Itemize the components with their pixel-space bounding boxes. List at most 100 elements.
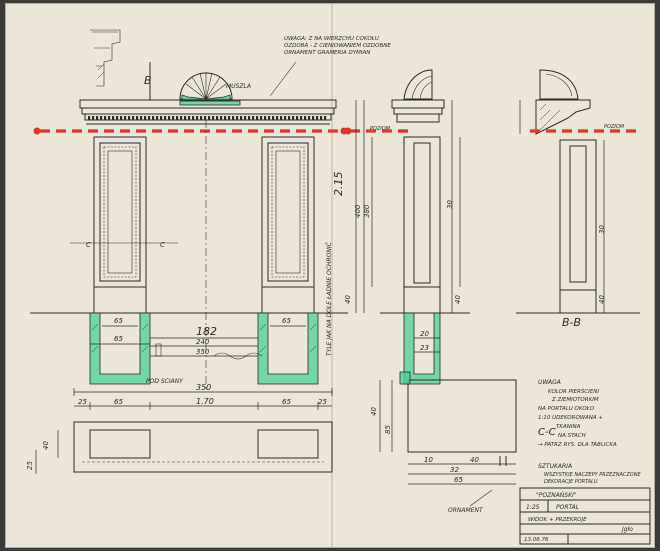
svg-text:→ PATRZ RYS. DLA TABLICKA: → PATRZ RYS. DLA TABLICKA [538, 442, 617, 448]
svg-text:NA STACH: NA STACH [558, 433, 586, 439]
svg-text:UWAGA: UWAGA [538, 379, 561, 386]
dentil [116, 116, 119, 120]
dentil [268, 116, 271, 120]
svg-text:TYLE JAK NA DOLE ŁADNIE OCHRON: TYLE JAK NA DOLE ŁADNIE OCHRONIĆ [326, 241, 333, 356]
svg-text:1:10 UDEKOROWANA +: 1:10 UDEKOROWANA + [538, 415, 603, 421]
dentil [152, 116, 155, 120]
svg-text:10: 10 [424, 456, 433, 464]
title-block: "POZNAŃSKI" 1:25 PORTAL WIDOK + PRZEKROJ… [519, 487, 651, 545]
left-pier [93, 136, 147, 314]
drawing-sheet: B [6, 4, 654, 547]
section-c-c: C-C 40 85 10 40 32 65 ORNAMENT [370, 371, 556, 514]
svg-text:65: 65 [114, 317, 123, 325]
dentil [276, 116, 279, 120]
svg-text:85: 85 [384, 425, 392, 434]
svg-text:32: 32 [450, 466, 459, 474]
svg-text:KOLOR PIERŚCIENI: KOLOR PIERŚCIENI [548, 388, 599, 395]
svg-text:30: 30 [446, 200, 454, 209]
cornice-profile-sketch [90, 29, 121, 87]
dentil [324, 116, 327, 120]
dentil [300, 116, 303, 120]
svg-text:400: 400 [354, 204, 362, 218]
dentil [208, 116, 211, 120]
dentil [296, 116, 299, 120]
svg-text:350: 350 [196, 383, 211, 392]
dentil [164, 116, 167, 120]
svg-text:TKANINA: TKANINA [556, 424, 581, 430]
dentil [188, 116, 191, 120]
poziom-label-left: POZIOM [370, 126, 391, 132]
section-bb-label: B-B [562, 316, 581, 329]
dentil [264, 116, 267, 120]
dentil [232, 116, 235, 120]
dentil [108, 116, 111, 120]
svg-text:240: 240 [196, 338, 210, 346]
floor-line [33, 127, 348, 135]
svg-text:25: 25 [78, 398, 87, 406]
dentil [128, 116, 131, 120]
svg-text:380: 380 [363, 204, 371, 218]
svg-text:40: 40 [598, 295, 606, 304]
title-project: "POZNAŃSKI" [536, 492, 577, 499]
dentil [204, 116, 207, 120]
title-scale: 1:25 [526, 504, 540, 511]
section-b-b: 30 40 B-B POZIOM MUSZLA UWAGA: Z NA WIER… [226, 36, 640, 329]
dentil [220, 116, 223, 120]
dentil [100, 116, 103, 120]
dentil [104, 116, 107, 120]
svg-text:65: 65 [114, 335, 123, 343]
portal-drawing: B [26, 4, 651, 547]
title-view: WIDOK + PRZEKROJE [528, 517, 587, 523]
dentil [148, 116, 151, 120]
front-overall-dimensions: 350 25 65 1.70 65 25 [73, 383, 333, 410]
dentil [176, 116, 179, 120]
dentil [120, 116, 123, 120]
dentil [252, 116, 255, 120]
dentil [284, 116, 287, 120]
dentil [244, 116, 247, 120]
svg-text:Z ZIEMIOTORKIM: Z ZIEMIOTORKIM [551, 397, 599, 403]
dentil [308, 116, 311, 120]
svg-text:SZTUKARIA: SZTUKARIA [538, 463, 572, 470]
section-mark-c-right: C [160, 241, 165, 249]
dentil [160, 116, 163, 120]
dentil [112, 116, 115, 120]
section-mark-b: B [144, 74, 152, 87]
dentil [156, 116, 159, 120]
svg-text:65: 65 [282, 317, 291, 325]
foundation-right [257, 312, 319, 385]
dentil [212, 116, 215, 120]
svg-text:182: 182 [196, 325, 217, 338]
dentil [144, 116, 147, 120]
dentil [92, 116, 95, 120]
title-date: 13.06.76 [524, 537, 549, 543]
svg-text:40: 40 [470, 456, 479, 464]
svg-text:NA PORTALU OKOŁO: NA PORTALU OKOŁO [538, 406, 595, 412]
svg-text:40: 40 [454, 295, 462, 304]
muszla-label: MUSZLA [226, 83, 251, 90]
dentil [228, 116, 231, 120]
dentil [124, 116, 127, 120]
pod-sciany-label: POD SCIANY [146, 378, 184, 385]
svg-text:65: 65 [114, 398, 123, 406]
svg-text:65: 65 [282, 398, 291, 406]
dentil [132, 116, 135, 120]
foundation-left [89, 312, 151, 385]
dentil [136, 116, 139, 120]
dentil [288, 116, 291, 120]
svg-text:23: 23 [420, 344, 429, 352]
svg-text:40: 40 [42, 441, 50, 450]
svg-text:30: 30 [598, 225, 606, 234]
svg-text:40: 40 [370, 407, 378, 416]
notes-block: UWAGA KOLOR PIERŚCIENI Z ZIEMIOTORKIM NA… [538, 379, 641, 485]
right-pier [261, 136, 315, 314]
section-cc-label: C-C [538, 427, 556, 438]
front-inner-dimensions: 65 65 65 182 240 350 [90, 317, 306, 360]
svg-text:40: 40 [344, 295, 352, 304]
dentil [292, 116, 295, 120]
dentil [168, 116, 171, 120]
cornice [79, 99, 337, 125]
dentil [312, 116, 315, 120]
svg-text:WSZYSTKIE NACZEPY PRZEZNACZONE: WSZYSTKIE NACZEPY PRZEZNACZONE [544, 472, 641, 478]
dentil [316, 116, 319, 120]
